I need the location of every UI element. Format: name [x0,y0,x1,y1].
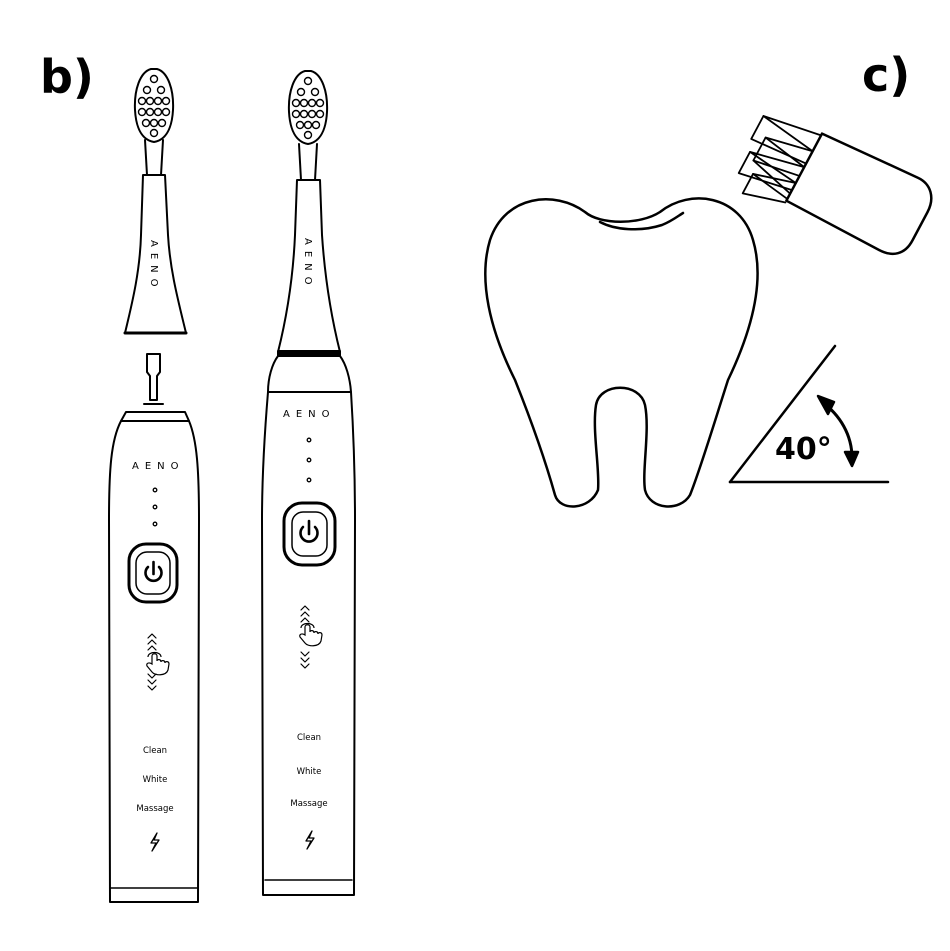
right-touch-swipe-icon [300,624,322,646]
brush-head-bristles [139,76,170,137]
left-drive-shaft [147,354,160,400]
tooth-icon [485,198,757,506]
brush-head-bristle-cap [135,69,173,142]
right-swipe-arrows [301,606,309,668]
right-handle-collar [268,356,351,392]
left-touch-swipe-icon [147,653,169,675]
left-mode-indicators [153,488,157,526]
right-power-icon [301,521,318,542]
right-charging-bolt-icon [306,831,314,849]
right-head-brand-label: AENO [302,238,313,291]
left-mode-label-clean: Clean [143,746,167,756]
right-mode-indicators [307,438,311,482]
right-brush-head-bristles [293,78,324,139]
left-handle-collar [121,412,189,421]
left-mode-label-massage: Massage [136,804,173,814]
angled-brush-head-icon [727,100,940,274]
brush-head-neck [145,140,163,175]
detached-brush-head [125,69,186,333]
left-handle-brand: AENO [132,461,185,472]
right-mode-label-white: White [297,767,322,777]
left-mode-label-white: White [143,775,168,785]
right-mode-label-clean: Clean [297,733,321,743]
right-handle-brand: AENO [283,409,336,420]
right-brush-head-bristle-cap [289,71,327,144]
right-mode-label-massage: Massage [290,799,327,809]
left-toothbrush-handle [109,354,199,902]
left-handle-body [109,421,199,902]
right-handle-body [262,392,355,895]
left-charging-bolt-icon [151,833,159,851]
left-power-icon [146,562,162,581]
head-brand-label: AENO [148,240,159,293]
tooth-outline [485,198,757,506]
angle-label: 40° [775,432,832,467]
